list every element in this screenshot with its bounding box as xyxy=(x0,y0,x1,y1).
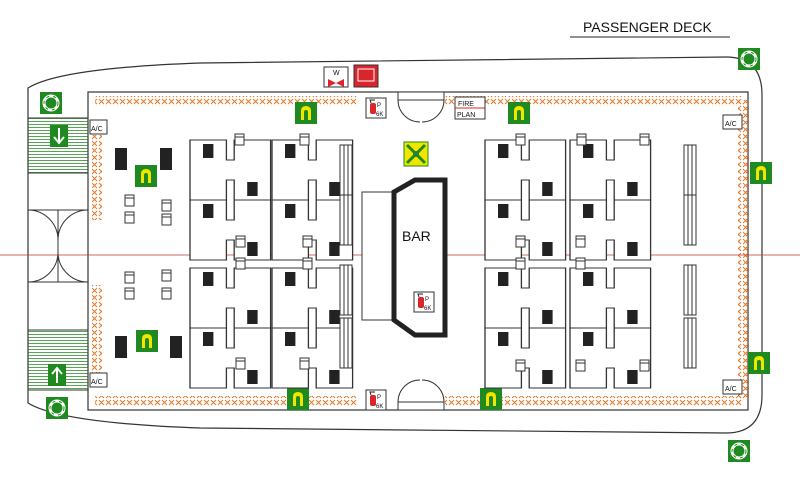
fire-extinguisher-icon: P 6K xyxy=(365,389,387,411)
arrow-down-icon xyxy=(50,125,68,147)
chair xyxy=(234,133,245,146)
chair xyxy=(235,235,246,248)
table-pair xyxy=(484,199,567,261)
ac-unit: A/C xyxy=(89,119,108,135)
sofa-bench xyxy=(339,194,353,246)
chair xyxy=(299,133,310,146)
door-bottom xyxy=(397,379,445,411)
table-pair xyxy=(569,139,652,201)
chair xyxy=(575,359,586,372)
table-pair xyxy=(189,327,272,389)
chair xyxy=(639,359,650,372)
table-pair xyxy=(484,139,567,201)
muster-station-icon xyxy=(403,141,429,167)
table-pair xyxy=(484,267,567,329)
svg-text:FIRE: FIRE xyxy=(458,101,474,108)
lifebuoy-icon xyxy=(44,395,70,421)
fire-plan-sign: FIRE PLAN xyxy=(454,96,486,120)
lifejacket-icon xyxy=(480,388,502,410)
lifejacket-icon xyxy=(136,330,158,352)
sofa-bench xyxy=(683,317,697,369)
ac-unit: A/C xyxy=(722,379,743,395)
table-pair xyxy=(189,199,272,261)
chair xyxy=(575,257,586,270)
lifebuoy-icon xyxy=(38,90,64,116)
aft-doors xyxy=(27,209,89,283)
chair xyxy=(515,133,526,146)
svg-text:6K: 6K xyxy=(424,306,431,312)
svg-text:A/C: A/C xyxy=(91,126,103,133)
aft-seating xyxy=(115,148,182,358)
chair xyxy=(302,235,313,248)
lifejacket-icon xyxy=(287,388,309,410)
sofa-bench xyxy=(683,144,697,196)
svg-text:A/C: A/C xyxy=(725,121,737,128)
table-pair xyxy=(189,139,272,201)
svg-text:P: P xyxy=(377,395,381,401)
fire-extinguisher-icon: P 6K xyxy=(413,291,435,313)
table-pair xyxy=(569,267,652,329)
chair xyxy=(235,257,246,270)
lifebuoy-icon xyxy=(736,46,762,72)
chair xyxy=(515,359,526,372)
svg-text:A/C: A/C xyxy=(725,386,737,393)
sofa-bench xyxy=(339,317,353,369)
sofa-bench xyxy=(339,264,353,316)
chair xyxy=(235,357,246,370)
sofa-bench xyxy=(339,144,353,196)
lifejacket-icon xyxy=(748,352,770,374)
table-pair xyxy=(189,267,272,329)
ac-unit: A/C xyxy=(722,114,743,130)
bar-label: BAR xyxy=(402,228,431,244)
chair xyxy=(576,133,587,146)
lifejacket-icon xyxy=(750,162,772,184)
chair xyxy=(302,257,313,270)
chair xyxy=(515,235,526,248)
lifejacket-icon xyxy=(508,102,530,124)
svg-text:A/C: A/C xyxy=(91,379,103,386)
chair xyxy=(639,133,650,146)
arrow-up-icon xyxy=(48,364,66,386)
fire-extinguisher-icon: P 6K xyxy=(365,97,387,119)
svg-text:P: P xyxy=(425,297,429,303)
watertight-door-sign: W xyxy=(323,66,349,88)
hull-outline xyxy=(27,56,763,434)
svg-text:P: P xyxy=(377,103,381,109)
lifejacket-icon xyxy=(135,165,157,187)
deck-title: PASSENGER DECK xyxy=(583,19,713,35)
chair xyxy=(299,357,310,370)
lifejacket-icon xyxy=(295,102,317,124)
ac-unit: A/C xyxy=(89,372,108,388)
lifebuoy-icon xyxy=(726,438,752,464)
chair xyxy=(575,235,586,248)
svg-text:W: W xyxy=(333,70,340,77)
fire-alarm-icon xyxy=(353,64,379,88)
svg-text:6K: 6K xyxy=(376,112,383,118)
table-pair xyxy=(569,327,652,389)
escape-route xyxy=(92,96,748,406)
svg-text:6K: 6K xyxy=(376,404,383,410)
door-top xyxy=(397,91,445,123)
table-pair xyxy=(484,327,567,389)
svg-text:PLAN: PLAN xyxy=(457,112,475,119)
sofa-bench xyxy=(683,194,697,246)
sofa-bench xyxy=(683,264,697,316)
table-pair xyxy=(569,199,652,261)
chair xyxy=(515,257,526,270)
